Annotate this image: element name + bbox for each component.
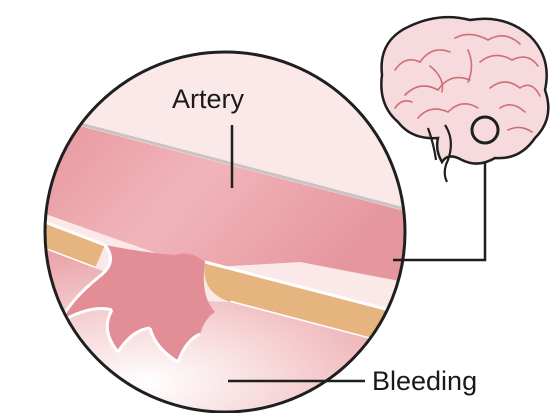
artery-label: Artery xyxy=(172,84,245,114)
brain-icon xyxy=(381,17,548,182)
connector-line xyxy=(393,148,485,260)
bleeding-label: Bleeding xyxy=(372,366,477,396)
